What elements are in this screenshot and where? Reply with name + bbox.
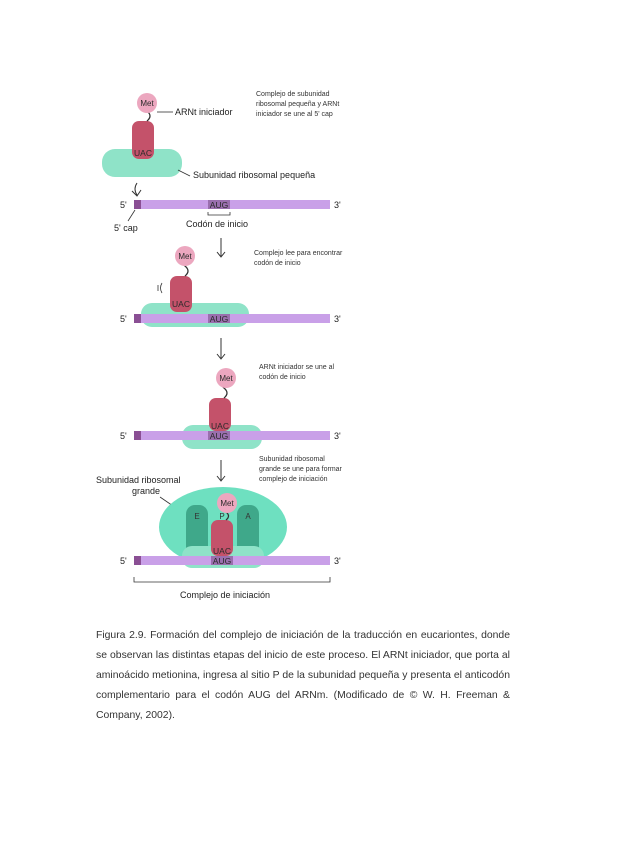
note-4-line-3: complejo de iniciación	[259, 476, 328, 483]
five-prime-1: 5'	[120, 200, 127, 210]
met-label-4: Met	[220, 499, 234, 508]
site-e	[186, 505, 208, 559]
site-a-label: A	[245, 512, 251, 521]
large-subunit-label-2: grande	[132, 486, 160, 496]
note-1-line-2: ribosomal pequeña y ARNt	[256, 101, 339, 108]
aug-label-1: AUG	[210, 200, 228, 210]
cap-3	[134, 431, 141, 440]
met-label-3: Met	[219, 374, 233, 383]
uac-label-1: UAC	[134, 148, 152, 158]
trna-3	[209, 398, 231, 431]
down-arrow-1	[216, 238, 226, 258]
site-a	[237, 505, 259, 559]
cap-1	[134, 200, 141, 209]
codon-bracket	[207, 212, 231, 216]
trna-2	[170, 276, 192, 312]
codon-inicio-label: Codón de inicio	[186, 219, 248, 229]
note-2-line-1: Complejo lee para encontrar	[254, 250, 343, 257]
met-label-1: Met	[140, 99, 154, 108]
note-2-line-2: codón de inicio	[254, 260, 301, 267]
note-1-line-1: Complejo de subunidad	[256, 91, 330, 98]
step-4: Subunidad ribosomal grande E P A AUG UAC…	[96, 475, 341, 600]
complejo-iniciacion-label: Complejo de iniciación	[180, 590, 270, 600]
met-4	[217, 493, 237, 513]
note-4-line-1: Subunidad ribosomal	[259, 456, 325, 463]
trna-1	[132, 121, 154, 159]
five-prime-cap-label: 5' cap	[114, 223, 138, 233]
note-1-line-3: iniciador se une al 5' cap	[256, 111, 333, 118]
aug-box-1	[208, 200, 230, 209]
note-3-line-2: codón de inicio	[259, 374, 306, 381]
arnt-iniciador-label: ARNt iniciador	[175, 107, 233, 117]
mrna-2	[134, 314, 330, 323]
step-1: Met UAC ARNt iniciador Subunidad ribosom…	[102, 93, 341, 233]
site-p-label: P	[219, 512, 224, 521]
note-4-line-2: grande se une para formar	[259, 466, 343, 473]
step-2-note: Complejo lee para encontrar codón de ini…	[254, 250, 343, 267]
three-prime-1: 3'	[334, 200, 341, 210]
three-prime-3: 3'	[334, 431, 341, 441]
met-3	[216, 368, 236, 388]
mrna-1	[134, 200, 330, 209]
aug-box-4	[211, 556, 233, 565]
small-subunit-pointer	[177, 169, 191, 177]
step-4-note: Subunidad ribosomal grande se une para f…	[259, 456, 343, 483]
uac-label-2: UAC	[172, 299, 190, 309]
small-subunit-label: Subunidad ribosomal pequeña	[193, 170, 315, 180]
large-subunit-label-1: Subunidad ribosomal	[96, 475, 181, 485]
uac-label-3: UAC	[211, 421, 229, 431]
five-prime-2: 5'	[120, 314, 127, 324]
down-arrow-cap	[131, 182, 142, 197]
five-prime-3: 5'	[120, 431, 127, 441]
aug-label-2: AUG	[210, 314, 228, 324]
step-3-note: ARNt iniciador se une al codón de inicio	[259, 364, 335, 381]
note-3-line-1: ARNt iniciador se une al	[259, 364, 335, 371]
aug-box-2	[208, 314, 230, 323]
three-prime-4: 3'	[334, 556, 341, 566]
motion-marks	[157, 282, 163, 294]
three-prime-2: 3'	[334, 314, 341, 324]
step-1-note: Complejo de subunidad ribosomal pequeña …	[256, 91, 339, 118]
aug-box-3	[208, 431, 230, 440]
met-1	[137, 93, 157, 113]
step-2: AUG UAC Met 5' 3'	[120, 246, 341, 327]
site-e-label: E	[194, 512, 199, 521]
cap-2	[134, 314, 141, 323]
cap-pointer	[127, 209, 136, 222]
mrna-3	[134, 431, 330, 440]
figure-caption: Figura 2.9. Formación del complejo de in…	[96, 630, 510, 721]
step-3: AUG UAC Met 5' 3'	[120, 368, 341, 449]
five-prime-4: 5'	[120, 556, 127, 566]
complex-bracket	[133, 577, 331, 583]
cap-4	[134, 556, 141, 565]
met-label-2: Met	[178, 252, 192, 261]
trna-4	[211, 520, 233, 556]
down-arrow-3	[216, 460, 226, 482]
met-2	[175, 246, 195, 266]
aug-label-3: AUG	[210, 431, 228, 441]
down-arrow-2	[216, 338, 226, 360]
uac-label-4: UAC	[213, 546, 231, 556]
aug-label-4: AUG	[213, 556, 231, 566]
translation-initiation-diagram: Met UAC ARNt iniciador Subunidad ribosom…	[96, 91, 343, 600]
small-subunit-1	[102, 149, 182, 177]
